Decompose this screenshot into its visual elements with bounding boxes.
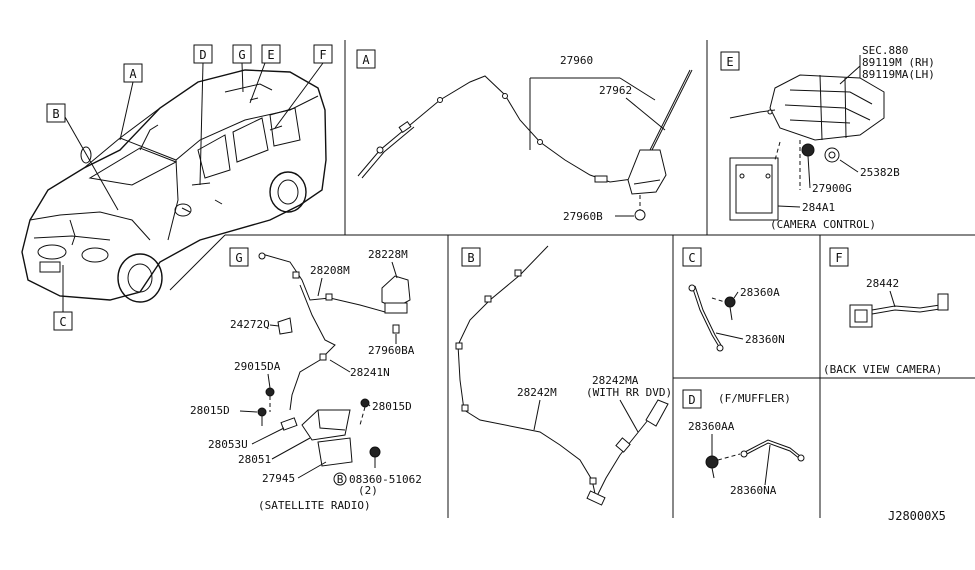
part-27945: 27945 (262, 472, 295, 485)
callout-G: G (238, 48, 245, 62)
back-view-camera (849, 304, 873, 328)
antenna-nut (634, 209, 646, 221)
part-28360NA: 28360NA (730, 484, 777, 497)
part-284A1: 284A1 (802, 201, 835, 214)
camera-control-unit (729, 157, 779, 221)
panel-B: B 28242MA (WITH RR DVD) 28242M (455, 245, 672, 506)
callout-box-B (46, 103, 66, 123)
part-27962: 27962 (599, 84, 632, 97)
part-28242MA: 28242MA (592, 374, 639, 387)
part-24272Q: 24272Q (230, 318, 270, 331)
panel-letter-C: C (688, 251, 695, 265)
panel-D: D (F/MUFFLER) 28360AA 28360NA (682, 389, 805, 497)
radio-tuner-28051 (301, 409, 351, 441)
part-08360-51062: 08360-51062 (349, 473, 422, 486)
part-28051: 28051 (238, 453, 271, 466)
callout-B: B (52, 107, 59, 121)
part-27960BA: 27960BA (368, 344, 415, 357)
caption-satellite-radio: (SATELLITE RADIO) (258, 499, 371, 512)
panel-letter-B: B (467, 251, 474, 265)
label-24272Q (277, 317, 293, 335)
callout-A: A (129, 67, 137, 81)
label-with-rr-dvd: (WITH RR DVD) (586, 386, 672, 399)
callout-D: D (199, 48, 206, 62)
clip-25382B (824, 147, 840, 163)
vehicle-callouts: A B C D E F G (46, 44, 333, 331)
part-28242M: 28242M (517, 386, 557, 399)
panel-letter-A: A (362, 53, 370, 67)
bolt-28360AA (705, 455, 719, 469)
part-28360AA: 28360AA (688, 420, 735, 433)
grommet (801, 143, 815, 157)
part-qty-2: (2) (358, 484, 378, 497)
panel-letter-D: D (688, 393, 695, 407)
part-27960: 27960 (560, 54, 593, 67)
part-27900G: 27900G (812, 182, 852, 195)
callout-box-E (261, 44, 281, 64)
cable-28242M (457, 245, 597, 499)
panel-F: F 28442 (BACK VIEW CAMERA) (823, 247, 949, 376)
panel-G: G 28228M 28208M 24272Q 27960BA 29015DA (190, 247, 422, 512)
callout-F: F (319, 48, 326, 62)
caption-camera-control: (CAMERA CONTROL) (770, 218, 876, 231)
cable-28241N (289, 284, 336, 411)
antenna-base (627, 149, 667, 195)
panel-C: C 28360A 28360N (682, 247, 785, 352)
part-28360A: 28360A (740, 286, 780, 299)
ground-strap-28360N (691, 285, 719, 346)
ground-strap-28360NA (744, 439, 801, 457)
part-27960B: 27960B (563, 210, 603, 223)
part-28228M: 28228M (368, 248, 408, 261)
diagram-code: J28000X5 (888, 509, 946, 523)
panel-letter-F: F (835, 251, 842, 265)
part-29015DA: 29015DA (234, 360, 281, 373)
callout-C: C (59, 315, 66, 329)
bolt-28360A (724, 296, 736, 308)
part-28015D-left: 28015D (190, 404, 230, 417)
panel-letter-G: G (235, 251, 242, 265)
bolt-marker: B (337, 473, 344, 486)
panel-letter-E: E (726, 55, 733, 69)
caption-back-view-camera: (BACK VIEW CAMERA) (823, 363, 942, 376)
part-28208M: 28208M (310, 264, 350, 277)
part-28015D-right: 28015D (372, 400, 412, 413)
panel-dividers (169, 40, 975, 518)
part-28241N: 28241N (350, 366, 390, 379)
cable-28242MA (595, 404, 661, 499)
antenna-28228M (381, 275, 411, 309)
part-28360N: 28360N (745, 333, 785, 346)
panel-E: E SEC.880 89119M (RH) 89119MA(LH) 25382B… (720, 44, 935, 231)
part-SEC880: SEC.880 (862, 44, 908, 57)
cable-28208M (261, 253, 386, 313)
part-89119MA: 89119MA(LH) (862, 68, 935, 81)
vehicle-illustration (21, 69, 327, 303)
part-28053U: 28053U (208, 438, 248, 451)
dvd-connector (645, 399, 669, 427)
callout-E: E (267, 48, 274, 62)
panel-A: A 27960 27962 27960B (356, 49, 693, 223)
bracket-27945 (317, 437, 353, 467)
part-89119M: 89119M (RH) (862, 56, 935, 69)
bolt-marker-circle (333, 472, 347, 486)
part-25382B: 25382B (860, 166, 900, 179)
header-f-muffler: (F/MUFFLER) (718, 392, 791, 405)
part-28442: 28442 (866, 277, 899, 290)
